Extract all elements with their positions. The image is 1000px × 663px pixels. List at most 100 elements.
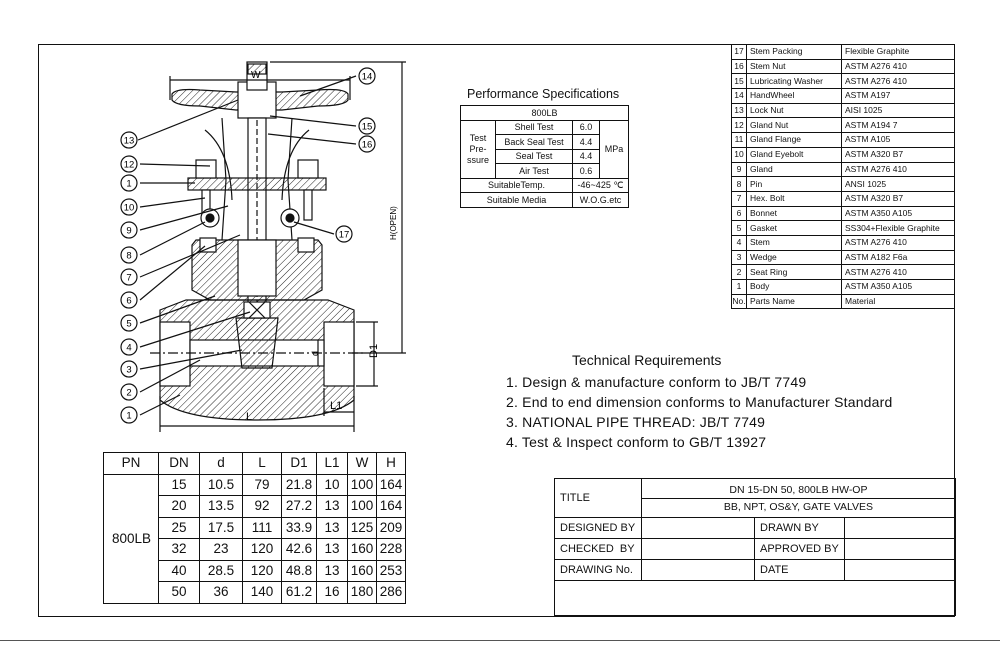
checked-by-label: CHECKED BY — [554, 538, 642, 560]
part-material: ANSI 1025 — [841, 176, 955, 192]
dimension-cell: 33.9 — [281, 516, 317, 539]
part-material: ASTM A320 B7 — [841, 190, 955, 207]
part-name: Lock Nut — [746, 102, 842, 119]
wedge-shape — [235, 317, 279, 369]
dim-label-h-open: H(OPEN) — [389, 206, 398, 240]
part-name: Stem Nut — [746, 58, 842, 75]
dimension-cell: 25 — [158, 516, 200, 539]
callout-number: 7 — [126, 273, 131, 284]
dim-label-l: L — [246, 411, 252, 423]
dim-header: DN — [158, 452, 200, 475]
dimension-cell: 13 — [316, 495, 348, 518]
approved-by-label: APPROVED BY — [754, 538, 845, 560]
dimension-cell: 28.5 — [199, 559, 243, 582]
drawing-title: DN 15-DN 50, 800LB HW-OP BB, NPT, OS&Y, … — [641, 478, 956, 518]
performance-title: Performance Specifications — [467, 87, 620, 101]
drawing-no-label: DRAWING No. — [554, 559, 642, 581]
part-number: 15 — [731, 73, 747, 90]
callout-number: 1 — [126, 411, 131, 422]
part-number: 10 — [731, 146, 747, 163]
dimension-cell: 20 — [158, 495, 200, 518]
dimension-cell: 160 — [347, 538, 377, 561]
part-number: 12 — [731, 117, 747, 134]
dimension-cell: 164 — [376, 473, 406, 496]
callout-circle — [120, 338, 138, 356]
dim-header: H — [376, 452, 406, 475]
part-material: ASTM A350 A105 — [841, 205, 955, 222]
part-number: 16 — [731, 58, 747, 75]
callout-number: 6 — [126, 296, 131, 307]
checked-by-value — [641, 538, 755, 560]
test-value: 6.0 — [572, 119, 600, 135]
callout-number: 15 — [362, 122, 373, 133]
part-material: Flexible Graphite — [841, 44, 955, 60]
part-material: ASTM A105 — [841, 132, 955, 148]
callout-circle — [120, 246, 138, 264]
part-number: 3 — [731, 249, 747, 266]
part-name: Stem — [746, 234, 842, 251]
dimension-cell: 100 — [347, 473, 377, 496]
part-name: Bonnet — [746, 205, 842, 222]
part-name: Parts Name — [746, 293, 842, 310]
callout-circle — [120, 198, 138, 216]
callout-circle — [120, 383, 138, 401]
part-material: ASTM A276 410 — [841, 234, 955, 251]
callout-number: 12 — [124, 160, 135, 171]
part-material: SS304+Flexible Graphite — [841, 220, 955, 236]
callout-circle — [120, 155, 138, 173]
pn-class: 800LB — [103, 473, 159, 604]
dim-header: PN — [103, 452, 159, 475]
callout-circle — [120, 221, 138, 239]
technical-requirement-item: 4. Test & Inspect conform to GB/T 13927 — [506, 434, 767, 450]
dimension-cell: 92 — [242, 495, 282, 518]
dim-label-d: d — [310, 351, 320, 356]
part-name: Gland Eyebolt — [746, 146, 842, 163]
dim-label-w: W — [251, 70, 261, 81]
drawing-frame — [38, 44, 955, 617]
dimension-cell: 120 — [242, 538, 282, 561]
test-name: Back Seal Test — [495, 134, 573, 150]
test-value: 0.6 — [572, 163, 600, 179]
dimension-cell: 120 — [242, 559, 282, 582]
dimension-cell: 286 — [376, 581, 406, 604]
suitable-media-value: W.O.G.etc — [572, 192, 629, 208]
approved-by-value — [843, 538, 956, 560]
title-line-2: BB, NPT, OS&Y, GATE VALVES — [723, 500, 874, 513]
dim-header: W — [347, 452, 377, 475]
title-block: TITLE DN 15-DN 50, 800LB HW-OP BB, NPT, … — [554, 478, 956, 616]
callout-number: 8 — [126, 251, 131, 262]
dimension-cell: 111 — [242, 516, 282, 539]
dim-header: d — [199, 452, 243, 475]
dimension-cell: 17.5 — [199, 516, 243, 539]
callout-number: 14 — [362, 72, 373, 83]
title-label: TITLE — [554, 478, 642, 518]
callout-number: 5 — [126, 319, 131, 330]
part-material: AISI 1025 — [841, 102, 955, 119]
part-number: 8 — [731, 176, 747, 192]
dimension-cell: 180 — [347, 581, 377, 604]
dimension-cell: 13 — [316, 516, 348, 539]
part-material: ASTM A276 410 — [841, 161, 955, 178]
dim-header: D1 — [281, 452, 317, 475]
callout-circle — [120, 131, 138, 149]
callout-number: 9 — [126, 226, 131, 237]
suitable-temp-value: -46~425 ℃ — [572, 177, 629, 193]
dimension-cell: 16 — [316, 581, 348, 604]
callout-circle — [358, 135, 376, 153]
part-name: Lubricating Washer — [746, 73, 842, 90]
part-number: 7 — [731, 190, 747, 207]
